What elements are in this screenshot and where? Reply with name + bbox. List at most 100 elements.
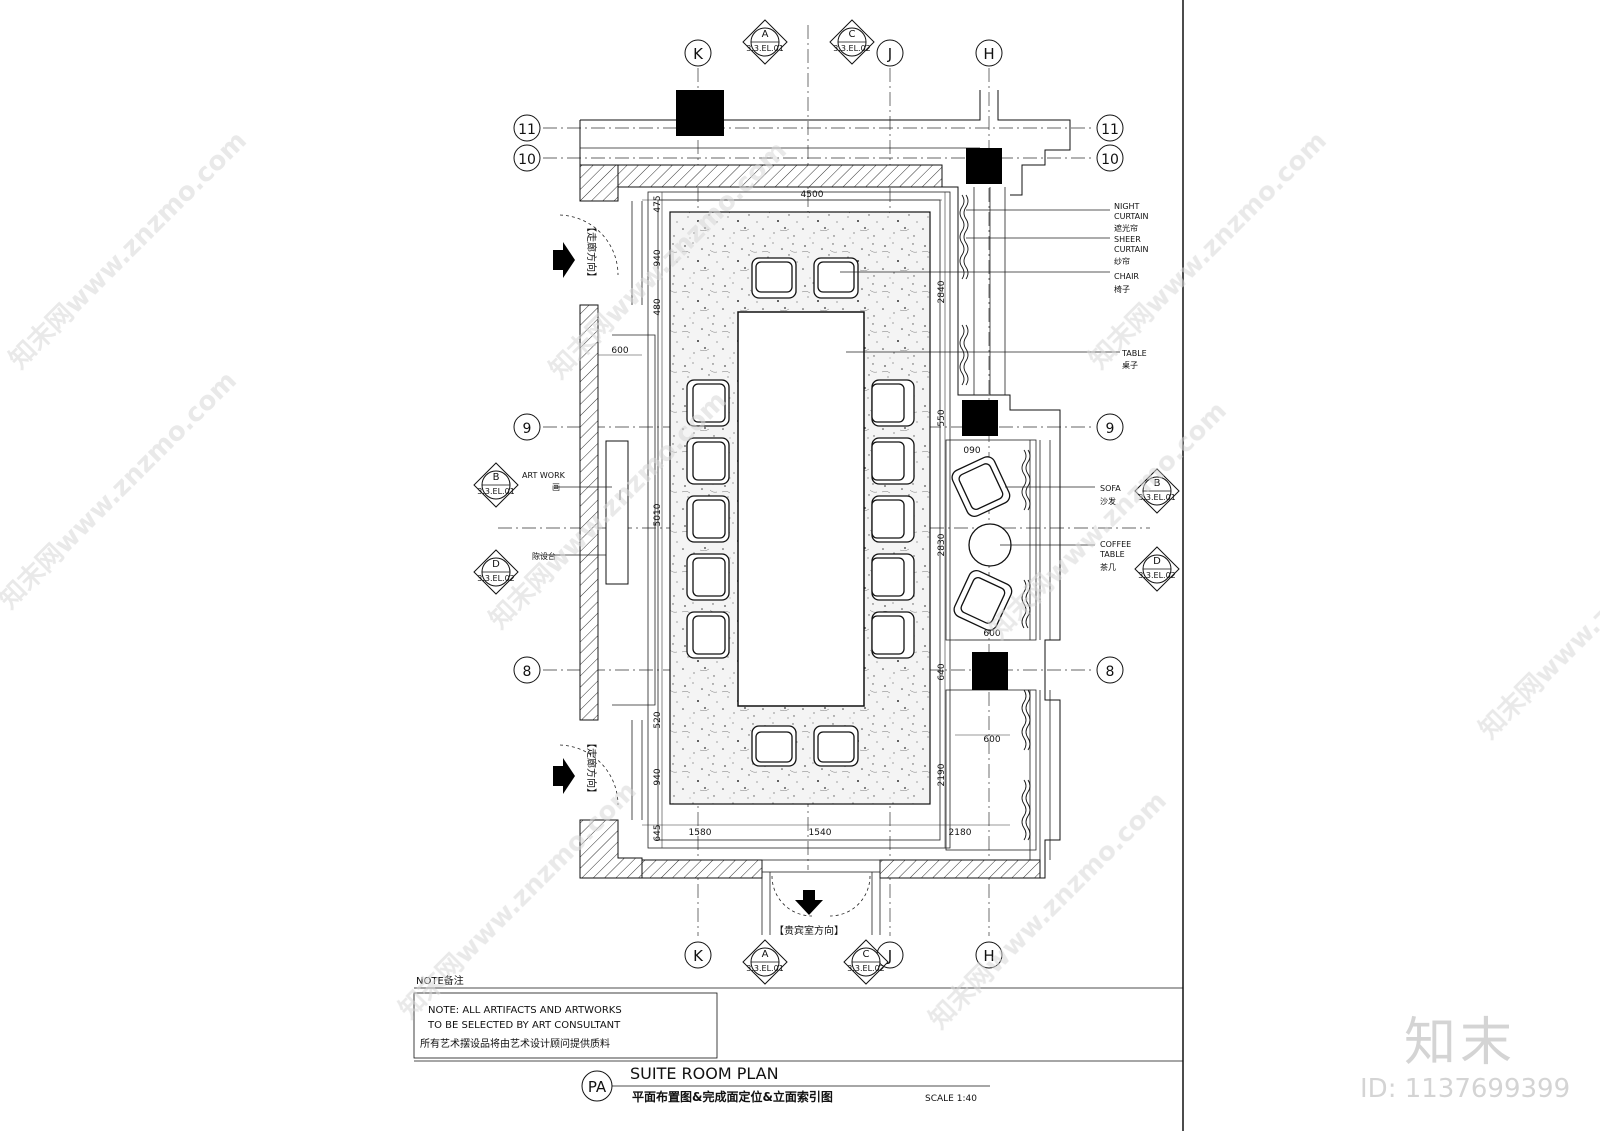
elevation-marker-left-d: D 3.3.EL.02 <box>473 549 519 595</box>
label-artwork: ART WORK 画 <box>522 471 566 492</box>
svg-text:C: C <box>863 949 870 960</box>
arrow-icon-corridor-top: 【走廊方向】 <box>553 222 598 282</box>
note-line: 所有艺术摆设品将由艺术设计顾问提供质料 <box>420 1037 610 1050</box>
svg-text:4500: 4500 <box>801 190 824 200</box>
drawing-scale: SCALE 1:40 <box>925 1094 977 1104</box>
sofa-group <box>951 456 1013 631</box>
elevation-marker-top-a: A 3.3.EL.01 <box>742 19 788 65</box>
elevation-marker-left-b: B 3.3.EL.01 <box>473 462 519 508</box>
svg-text:画: 画 <box>552 483 560 492</box>
svg-text:D: D <box>1153 556 1161 567</box>
arrow-icon-vip-room: 【贵宾室方向】 <box>774 890 844 937</box>
label-chair: CHAIR 椅子 <box>1114 272 1139 294</box>
svg-text:1540: 1540 <box>809 828 832 838</box>
grid-bubble-right-8: 8 <box>1096 656 1124 684</box>
svg-text:知末网www.znzmo.com: 知末网www.znzmo.com <box>4 126 253 375</box>
drawing-code: PA <box>588 1078 607 1096</box>
walls <box>559 90 1071 935</box>
svg-text:B: B <box>1154 478 1161 489</box>
svg-text:11: 11 <box>518 122 536 138</box>
svg-text:COFFEE: COFFEE <box>1100 540 1131 549</box>
elevation-marker-bottom-a: A 3.3.EL.01 <box>742 939 788 985</box>
elevation-marker-bottom-c: C 3.3.EL.02 <box>843 939 889 985</box>
svg-text:TABLE: TABLE <box>1121 349 1147 358</box>
dimension-texts: 4500 1580 1540 2180 600 475 940 480 5010… <box>611 190 1000 842</box>
grid-label: J <box>887 45 892 63</box>
grid-bubble-bottom-h: H <box>975 941 1003 969</box>
column <box>676 90 724 136</box>
svg-text:8: 8 <box>1106 664 1115 680</box>
grid-bubble-right-11: 11 <box>1096 114 1124 142</box>
svg-text:3.3.EL.02: 3.3.EL.02 <box>847 964 885 973</box>
svg-text:ART WORK: ART WORK <box>522 471 566 480</box>
svg-text:3.3.EL.02: 3.3.EL.02 <box>1138 571 1176 580</box>
label-night-curtain: NIGHT CURTAIN 遮光帘 <box>1114 202 1149 233</box>
svg-text:2840: 2840 <box>937 280 947 303</box>
svg-text:SOFA: SOFA <box>1100 484 1121 493</box>
svg-text:480: 480 <box>653 298 663 315</box>
note-box: NOTE备注 NOTE: ALL ARTIFACTS AND ARTWORKS … <box>413 974 1183 1062</box>
svg-text:纱帘: 纱帘 <box>1114 256 1130 266</box>
svg-text:1580: 1580 <box>689 828 712 838</box>
svg-text:2190: 2190 <box>937 763 947 786</box>
column <box>962 400 998 436</box>
svg-text:CURTAIN: CURTAIN <box>1114 212 1149 221</box>
svg-text:CURTAIN: CURTAIN <box>1114 245 1149 254</box>
svg-text:茶几: 茶几 <box>1100 562 1116 572</box>
grid-label: H <box>983 45 994 63</box>
svg-text:桌子: 桌子 <box>1122 360 1138 370</box>
svg-text:645: 645 <box>653 824 663 841</box>
svg-text:B: B <box>493 472 500 483</box>
svg-text:600: 600 <box>983 735 1000 745</box>
elevation-marker-top-c: C 3.3.EL.02 <box>829 19 875 65</box>
grid-label: H <box>983 947 994 965</box>
grid-bubble-left-9: 9 <box>513 413 541 441</box>
watermark-id: ID: 1137699399 <box>1360 1074 1571 1104</box>
svg-text:A: A <box>762 29 769 40</box>
display-console <box>605 440 629 585</box>
column <box>972 652 1008 690</box>
title-block: PA SUITE ROOM PLAN 平面布置图&完成面定位&立面索引图 SCA… <box>581 1064 990 1104</box>
label-coffee-table: COFFEE TABLE 茶几 <box>1099 540 1131 572</box>
svg-text:550: 550 <box>937 409 947 426</box>
svg-text:600: 600 <box>611 346 628 356</box>
note-line: NOTE: ALL ARTIFACTS AND ARTWORKS <box>428 1005 622 1016</box>
column <box>966 148 1002 184</box>
svg-text:090: 090 <box>963 446 980 456</box>
chairs <box>686 257 915 767</box>
svg-text:10: 10 <box>518 152 536 168</box>
svg-text:TABLE: TABLE <box>1099 550 1125 559</box>
svg-text:知末网www.znzmo.com: 知末网www.znzmo.com <box>1474 496 1600 745</box>
grid-bubble-left-8: 8 <box>513 656 541 684</box>
svg-text:520: 520 <box>653 711 663 728</box>
grid-bubble-left-10: 10 <box>513 144 541 172</box>
svg-text:【贵宾室方向】: 【贵宾室方向】 <box>774 924 844 937</box>
note-line: TO BE SELECTED BY ART CONSULTANT <box>427 1020 621 1031</box>
svg-text:9: 9 <box>1106 421 1115 437</box>
watermark-logo: 知末 <box>1404 1013 1517 1073</box>
svg-text:10: 10 <box>1101 152 1119 168</box>
svg-text:知末网www.znzmo.com: 知末网www.znzmo.com <box>924 786 1173 1035</box>
svg-text:沙发: 沙发 <box>1100 496 1116 506</box>
svg-text:475: 475 <box>653 195 663 212</box>
svg-text:A: A <box>762 949 769 960</box>
svg-text:940: 940 <box>653 768 663 785</box>
grid-bubble-left-11: 11 <box>513 114 541 142</box>
grid-label: J <box>887 947 892 965</box>
svg-text:【走廊方向】: 【走廊方向】 <box>585 222 598 282</box>
svg-text:600: 600 <box>983 629 1000 639</box>
grid-label: K <box>693 947 704 965</box>
svg-text:C: C <box>849 29 856 40</box>
svg-text:2180: 2180 <box>949 828 972 838</box>
svg-text:8: 8 <box>523 664 532 680</box>
label-sheer-curtain: SHEER CURTAIN 纱帘 <box>1114 235 1149 266</box>
grid-bubble-bottom-k: K <box>684 941 712 969</box>
grid-bubble-top-h: H <box>975 39 1003 67</box>
elevation-marker-right-b: B 3.3.EL.01 <box>1134 468 1180 514</box>
svg-text:5010: 5010 <box>653 503 663 526</box>
label-display-console: 陈设台 <box>532 551 556 561</box>
svg-text:知末网www.znzmo.com: 知末网www.znzmo.com <box>0 366 243 615</box>
svg-text:D: D <box>492 559 500 570</box>
drawing-title: SUITE ROOM PLAN <box>630 1064 779 1083</box>
